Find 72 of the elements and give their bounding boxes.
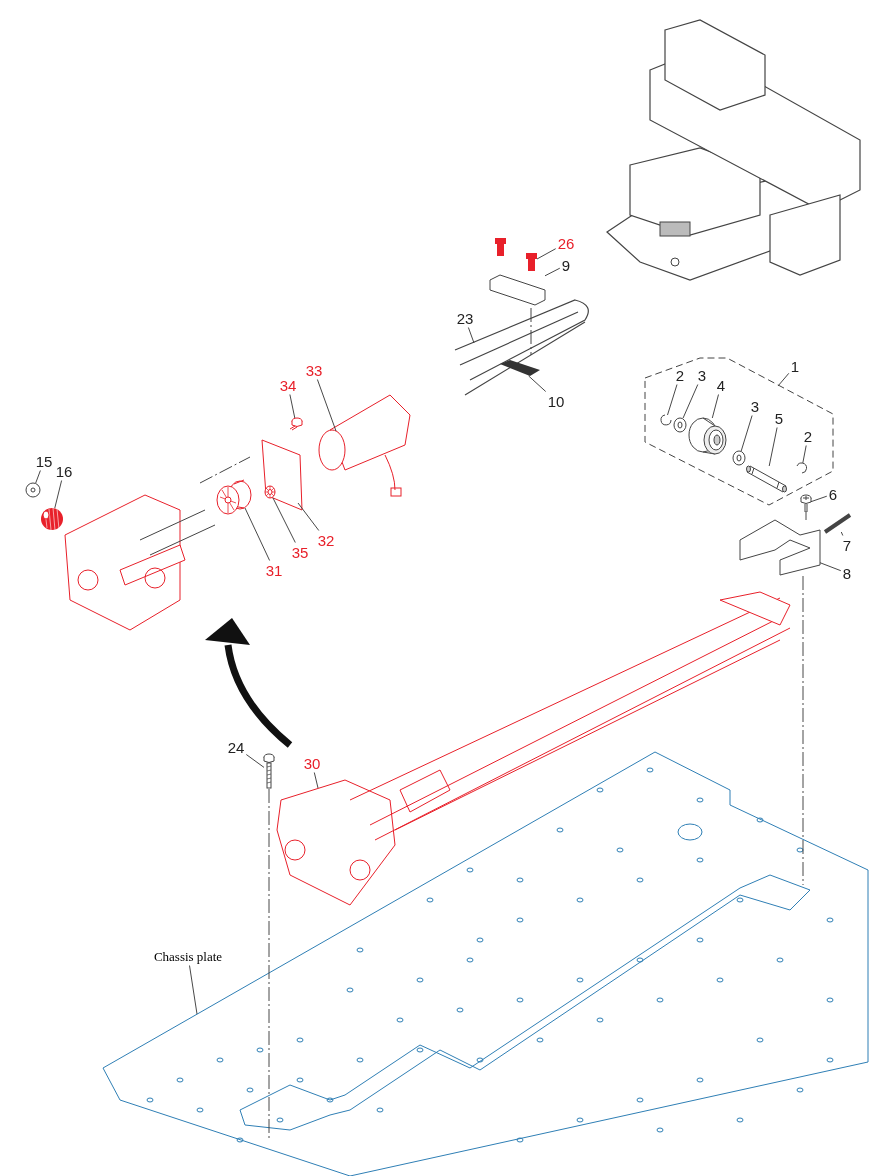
leader-line bbox=[802, 445, 807, 464]
callout-number: 30 bbox=[303, 755, 321, 771]
collar-icon bbox=[25, 482, 41, 498]
chassis-plate-drawing bbox=[102, 751, 869, 1176]
leader-line bbox=[536, 248, 557, 260]
callout-number: 6 bbox=[828, 486, 838, 502]
belt-drawing bbox=[454, 299, 589, 396]
callout-number: 10 bbox=[547, 393, 565, 409]
callout-number: 2 bbox=[675, 367, 685, 383]
screw-icon bbox=[823, 513, 852, 534]
callout-number: 16 bbox=[55, 463, 73, 479]
callout-number: 8 bbox=[842, 565, 852, 581]
centre-line bbox=[268, 788, 270, 1141]
leader-line bbox=[810, 495, 828, 503]
callout-number: 9 bbox=[561, 257, 571, 273]
leader-line bbox=[711, 394, 719, 419]
leader-line bbox=[667, 384, 678, 416]
leader-line bbox=[54, 480, 63, 509]
leader-line bbox=[244, 507, 271, 561]
callout-number: 5 bbox=[774, 410, 784, 426]
shaft-drawing bbox=[746, 465, 787, 493]
pulley-drawing bbox=[688, 417, 727, 455]
screw-icon bbox=[289, 417, 303, 431]
leader-line bbox=[297, 502, 320, 531]
callout-number: 34 bbox=[279, 377, 297, 393]
centre-line bbox=[805, 512, 807, 521]
callout-number: 7 bbox=[842, 537, 852, 553]
callout-number: 24 bbox=[227, 739, 245, 755]
leader-line bbox=[819, 562, 842, 572]
leader-line bbox=[189, 965, 198, 1015]
callout-number: 3 bbox=[697, 367, 707, 383]
leader-line bbox=[467, 327, 475, 344]
leader-line bbox=[682, 384, 699, 419]
washer-icon bbox=[732, 450, 746, 466]
rail-assembly-drawing bbox=[276, 591, 791, 906]
leader-line bbox=[289, 394, 296, 419]
leader-line bbox=[740, 415, 753, 452]
washer-icon bbox=[673, 417, 687, 433]
leader-line bbox=[528, 375, 547, 392]
callout-number: 31 bbox=[265, 562, 283, 578]
leader-line bbox=[245, 754, 265, 768]
motor-plate-drawing bbox=[261, 439, 303, 511]
coupling-drawing bbox=[216, 479, 252, 515]
retaining-ring-icon bbox=[660, 414, 672, 426]
leader-line bbox=[316, 379, 337, 432]
leader-line bbox=[544, 267, 561, 277]
leader-line bbox=[35, 470, 41, 484]
callout-number: 35 bbox=[291, 544, 309, 560]
leader-line bbox=[768, 427, 778, 467]
retaining-ring-icon bbox=[796, 462, 808, 474]
callout-number: 15 bbox=[35, 453, 53, 469]
motor-drawing bbox=[318, 394, 411, 497]
screw-icon bbox=[800, 494, 812, 513]
part-label: Chassis plate bbox=[153, 948, 223, 964]
centre-line bbox=[802, 575, 804, 886]
leader-line bbox=[313, 772, 319, 789]
callout-number: 33 bbox=[305, 362, 323, 378]
callout-number: 26 bbox=[557, 235, 575, 251]
callout-number: 1 bbox=[790, 358, 800, 374]
callout-number: 3 bbox=[750, 398, 760, 414]
clamp-plate-drawing bbox=[489, 274, 546, 306]
leader-line bbox=[777, 372, 790, 387]
screw-icon bbox=[263, 753, 275, 789]
screw-icon bbox=[526, 253, 537, 271]
leader-line bbox=[272, 497, 296, 543]
pulley-icon bbox=[41, 507, 63, 531]
callout-number: 32 bbox=[317, 532, 335, 548]
callout-number: 23 bbox=[456, 310, 474, 326]
bracket-drawing bbox=[739, 519, 821, 576]
leader-line bbox=[840, 531, 844, 536]
callout-number: 2 bbox=[803, 428, 813, 444]
callout-number: 4 bbox=[716, 377, 726, 393]
